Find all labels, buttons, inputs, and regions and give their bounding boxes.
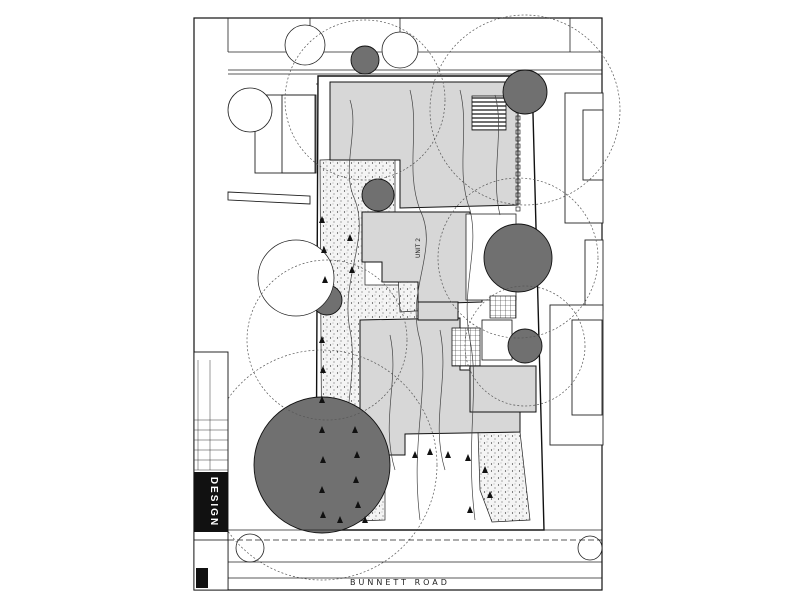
existing-trees xyxy=(253,45,553,534)
shrub-marker xyxy=(487,491,493,498)
deck-grid-1 xyxy=(451,327,481,367)
fence-post xyxy=(515,129,521,135)
stairs-hatch xyxy=(471,95,507,131)
fence-post xyxy=(515,171,521,177)
shrub-marker xyxy=(354,451,360,458)
tree-top-mid xyxy=(350,45,380,75)
tree-large-front xyxy=(253,396,391,534)
tree-right-low xyxy=(507,328,543,364)
shrub-marker xyxy=(465,454,471,461)
shrub-marker xyxy=(467,506,473,513)
building-unit-3-garage xyxy=(469,365,537,413)
shrub-marker xyxy=(412,451,418,458)
shrub-marker xyxy=(321,246,327,253)
tree-mid-left xyxy=(361,178,395,212)
fence-post xyxy=(515,150,521,156)
shrub-marker xyxy=(319,426,325,433)
building-unit-2-annex xyxy=(417,301,459,321)
fence-post xyxy=(515,192,521,198)
road-label: BUNNETT ROAD xyxy=(350,578,450,587)
shrub-marker xyxy=(355,501,361,508)
shrub-marker xyxy=(320,366,326,373)
fence-post xyxy=(515,136,521,142)
deck-grid-2 xyxy=(481,319,513,361)
tree-right-mid xyxy=(483,223,553,293)
tree-protection-zones xyxy=(206,14,621,581)
shrub-marker xyxy=(320,456,326,463)
title-block: DESIGN xyxy=(193,351,229,591)
shrub-marker xyxy=(319,396,325,403)
fence-post xyxy=(515,143,521,149)
fence-post xyxy=(515,115,521,121)
shrub-marker xyxy=(319,336,325,343)
fence-post xyxy=(515,185,521,191)
shrub-marker xyxy=(320,511,326,518)
outline-trees xyxy=(227,24,603,563)
shrub-marker xyxy=(445,451,451,458)
shrub-marker xyxy=(482,466,488,473)
shrub-marker xyxy=(319,486,325,493)
shrub-marker xyxy=(319,216,325,223)
fence-post xyxy=(515,164,521,170)
shrub-marker xyxy=(349,266,355,273)
fence-post xyxy=(515,122,521,128)
shrub-marker xyxy=(337,516,343,523)
fence-post xyxy=(515,206,521,212)
shrub-marker xyxy=(353,476,359,483)
fence-post xyxy=(515,157,521,163)
shrub-markers xyxy=(319,216,493,523)
service-box xyxy=(489,295,517,319)
shrub-marker xyxy=(347,234,353,241)
building-footprints xyxy=(329,81,537,456)
shrub-marker xyxy=(362,516,368,523)
shrub-marker xyxy=(427,448,433,455)
shrub-marker xyxy=(352,426,358,433)
shrub-marker xyxy=(322,276,328,283)
tree-top-right xyxy=(502,69,548,115)
neighbour-buildings-right xyxy=(549,92,604,446)
unit-label: UNIT 2 xyxy=(415,238,422,258)
front-road-reserve xyxy=(228,529,602,579)
fence-post xyxy=(515,178,521,184)
fence-post xyxy=(515,199,521,205)
title-block-brand: DESIGN xyxy=(208,477,219,527)
